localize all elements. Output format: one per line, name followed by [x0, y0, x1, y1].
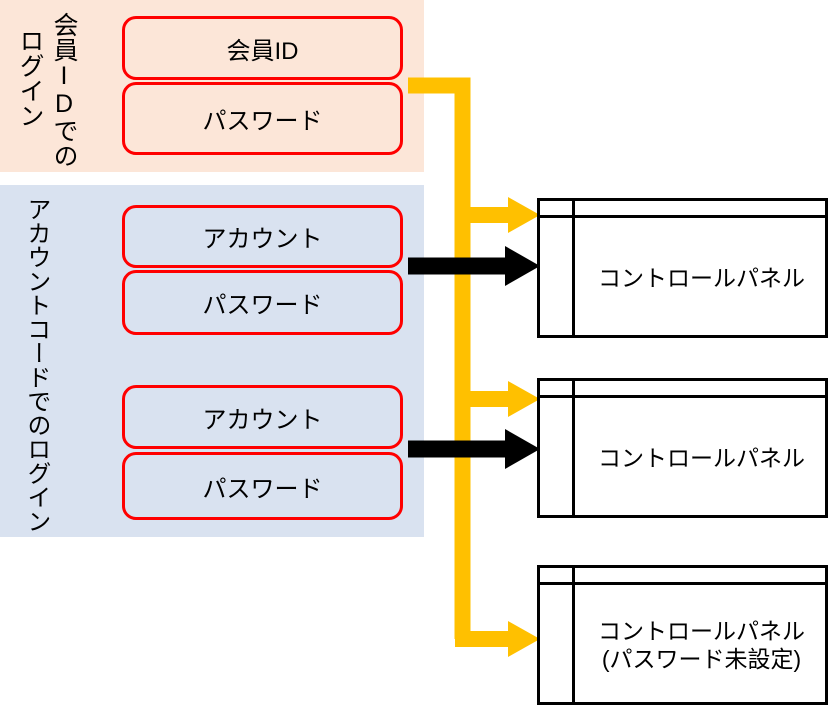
- field-account-1[interactable]: アカウント: [122, 205, 403, 268]
- control-panel-2[interactable]: コントロールパネル: [537, 378, 828, 518]
- control-panel-3-body: コントロールパネル (パスワード未設定): [578, 588, 825, 702]
- control-panel-2-titlebar: [540, 381, 825, 398]
- orange-arrow-to-panel-3: [455, 621, 540, 657]
- field-account-2-password[interactable]: パスワード: [122, 452, 403, 520]
- field-member-password-label: パスワード: [202, 108, 323, 135]
- field-member-id-label: 会員ID: [226, 37, 299, 65]
- black-arrow-to-panel-1: [408, 246, 540, 286]
- field-account-1-label: アカウント: [202, 226, 323, 253]
- control-panel-3-titlebar: [540, 568, 825, 585]
- field-account-1-password[interactable]: パスワード: [122, 270, 403, 335]
- field-account-2-password-label: パスワード: [202, 475, 323, 503]
- control-panel-1-label: コントロールパネル: [598, 264, 805, 291]
- control-panel-3-label-line-2: (パスワード未設定): [601, 646, 802, 672]
- control-panel-2-label: コントロールパネル: [598, 444, 805, 471]
- field-account-2[interactable]: アカウント: [122, 385, 403, 449]
- control-panel-1[interactable]: コントロールパネル: [537, 198, 828, 338]
- field-member-password[interactable]: パスワード: [122, 82, 403, 155]
- field-account-2-label: アカウント: [202, 406, 323, 434]
- black-arrow-to-panel-2: [408, 429, 540, 469]
- group-member-login-label-line-2: ログイン: [16, 28, 44, 128]
- group-account-code-login-background: [0, 185, 424, 537]
- group-member-login-background: [0, 0, 424, 172]
- orange-arrow-to-panel-2: [462, 381, 540, 417]
- control-panel-3[interactable]: コントロールパネル (パスワード未設定): [537, 565, 828, 705]
- control-panel-2-sidebar: [540, 381, 575, 515]
- control-panel-1-sidebar: [540, 201, 575, 335]
- field-account-1-password-label: パスワード: [202, 292, 323, 319]
- group-account-code-login-label: アカウントコードでのログイン: [22, 197, 50, 533]
- control-panel-1-body: コントロールパネル: [578, 221, 825, 335]
- orange-arrow-to-panel-1: [462, 197, 540, 233]
- control-panel-3-label-line-1: コントロールパネル: [598, 617, 805, 644]
- control-panel-2-body: コントロールパネル: [578, 401, 825, 515]
- control-panel-3-sidebar: [540, 568, 575, 702]
- group-member-login-label-line-1: 会員IDでの: [50, 12, 78, 168]
- control-panel-1-titlebar: [540, 201, 825, 218]
- field-member-id[interactable]: 会員ID: [122, 16, 403, 80]
